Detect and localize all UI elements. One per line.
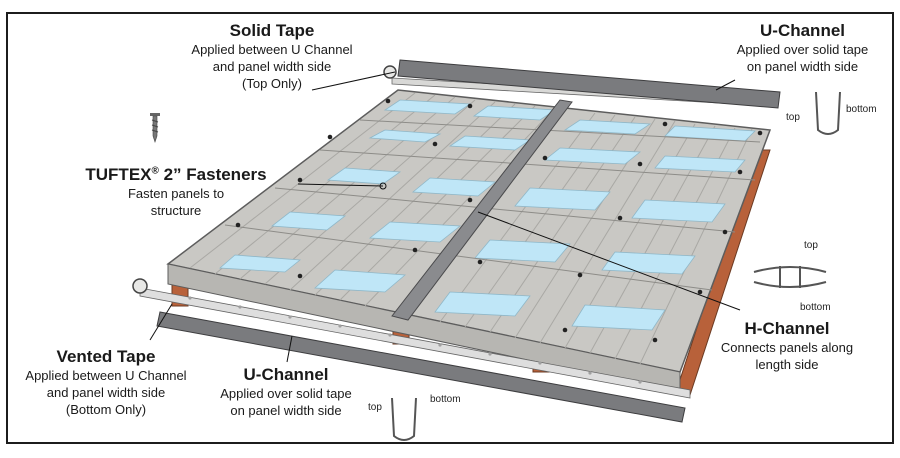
h-profile-bottom-label: bottom <box>800 302 831 313</box>
solid-tape-desc: Applied between U Channel and panel widt… <box>191 42 353 91</box>
vented-tape-label: Vented Tape Applied between U Channel an… <box>6 346 206 418</box>
u-channel-profile-icon <box>815 91 841 135</box>
h-channel-profile-icon <box>753 266 827 288</box>
solid-tape-label: Solid Tape Applied between U Channel and… <box>172 20 372 92</box>
screw-icon <box>150 113 160 143</box>
u-channel-bottom-profile-icon <box>391 397 417 441</box>
registered-mark: ® <box>151 165 159 176</box>
h-channel-label: H-Channel Connects panels along length s… <box>706 318 868 373</box>
u-channel-top-strip <box>397 59 781 109</box>
h-profile-top-label: top <box>804 240 818 251</box>
u-bottom-profile-bottom-label: bottom <box>430 394 461 405</box>
fastener-dots <box>235 98 763 343</box>
u-top-profile-bottom-label: bottom <box>846 104 877 115</box>
u-channel-top-title: U-Channel <box>760 21 845 40</box>
purlin-lines <box>224 119 761 291</box>
u-bottom-profile-top-label: top <box>368 402 382 413</box>
vented-tape-desc: Applied between U Channel and panel widt… <box>25 368 187 417</box>
fasteners-title-brand: TUFTEX <box>85 164 152 184</box>
vented-tape-holes <box>188 296 642 384</box>
solid-tape-roll <box>383 65 397 79</box>
solid-tape-title: Solid Tape <box>229 21 315 40</box>
leader-lines <box>149 71 741 363</box>
u-channel-top-desc: Applied over solid tape on panel width s… <box>736 42 869 74</box>
u-top-profile-top-label: top <box>786 112 800 123</box>
h-channel-title: H-Channel <box>744 319 830 338</box>
fasteners-desc: Fasten panels to structure <box>127 185 225 218</box>
u-channel-bottom-strip <box>156 311 686 423</box>
u-channel-bottom-title: U-Channel <box>243 365 329 384</box>
fasteners-label: TUFTEX® 2” Fasteners Fasten panels to st… <box>60 160 292 219</box>
u-channel-bottom-desc: Applied over solid tape on panel width s… <box>220 386 352 418</box>
vented-tape-roll <box>132 278 148 294</box>
h-channel-strip <box>391 99 573 321</box>
h-channel-desc: Connects panels along length side <box>720 340 854 372</box>
u-channel-bottom-label: U-Channel Applied over solid tape on pan… <box>196 364 376 419</box>
fasteners-title: TUFTEX® 2” Fasteners <box>85 165 266 184</box>
fasteners-title-size: 2” Fasteners <box>158 164 267 184</box>
u-channel-top-label: U-Channel Applied over solid tape on pan… <box>720 20 885 75</box>
vented-tape-title: Vented Tape <box>56 347 156 366</box>
light-patches <box>218 99 756 331</box>
